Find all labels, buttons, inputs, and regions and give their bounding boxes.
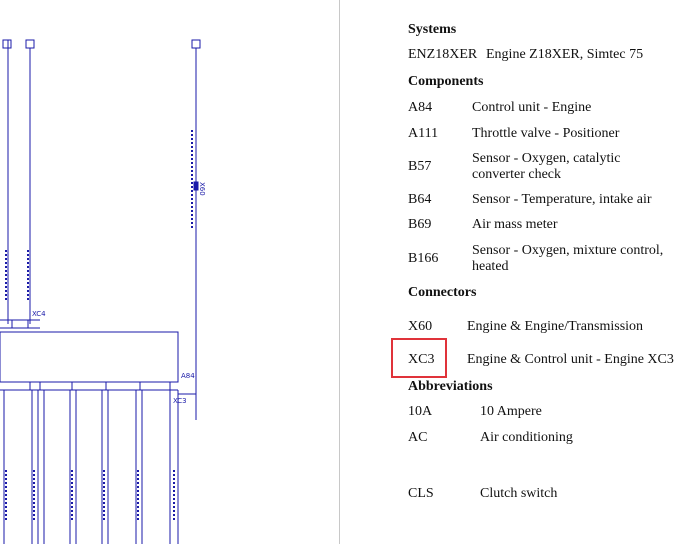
component-desc: Control unit - Engine: [472, 100, 592, 115]
system-code: ENZ18XER: [408, 47, 478, 62]
systems-heading: Systems: [408, 22, 457, 37]
abbreviation-desc: Air conditioning: [480, 430, 573, 445]
components-heading: Components: [408, 74, 484, 89]
wiring-schematic: XC4 XC3 A84 X60: [0, 39, 206, 544]
component-code: A84: [408, 100, 433, 115]
component-code: B57: [408, 159, 432, 174]
component-desc: Sensor - Oxygen, catalytic converter che…: [472, 151, 621, 182]
component-code: B69: [408, 217, 432, 232]
legend-panel: Systems ENZ18XER Engine Z18XER, Simtec 7…: [340, 0, 679, 544]
xc3-highlight-box[interactable]: [391, 338, 447, 378]
abbreviations-heading: Abbreviations: [408, 379, 493, 394]
connector-code: X60: [408, 319, 433, 334]
panel-divider: [339, 0, 340, 544]
xc3-schematic-label: XC3: [173, 397, 187, 405]
component-code: B166: [408, 251, 439, 266]
connectors-heading: Connectors: [408, 285, 477, 300]
system-desc: Engine Z18XER, Simtec 75: [486, 47, 644, 62]
abbreviation-desc: Clutch switch: [480, 486, 558, 501]
xc4-label: XC4: [32, 310, 46, 318]
connector-desc: Engine & Engine/Transmission: [467, 319, 644, 334]
component-desc: Air mass meter: [472, 217, 558, 232]
abbreviation-code: AC: [408, 430, 428, 445]
component-desc: Throttle valve - Positioner: [472, 126, 620, 141]
a84-label: A84: [181, 372, 195, 380]
connector-code-xc3[interactable]: XC3: [408, 352, 435, 367]
connector-desc: Engine & Control unit - Engine XC3: [467, 352, 674, 367]
component-code: A111: [408, 126, 439, 141]
abbreviation-code: CLS: [408, 486, 434, 501]
component-desc: Sensor - Temperature, intake air: [472, 192, 652, 207]
component-desc: Sensor - Oxygen, mixture control, heated: [472, 243, 664, 274]
x60-label: X60: [198, 182, 206, 196]
abbreviation-desc: 10 Ampere: [480, 404, 542, 419]
component-code: B64: [408, 192, 432, 207]
abbreviation-code: 10A: [408, 404, 433, 419]
